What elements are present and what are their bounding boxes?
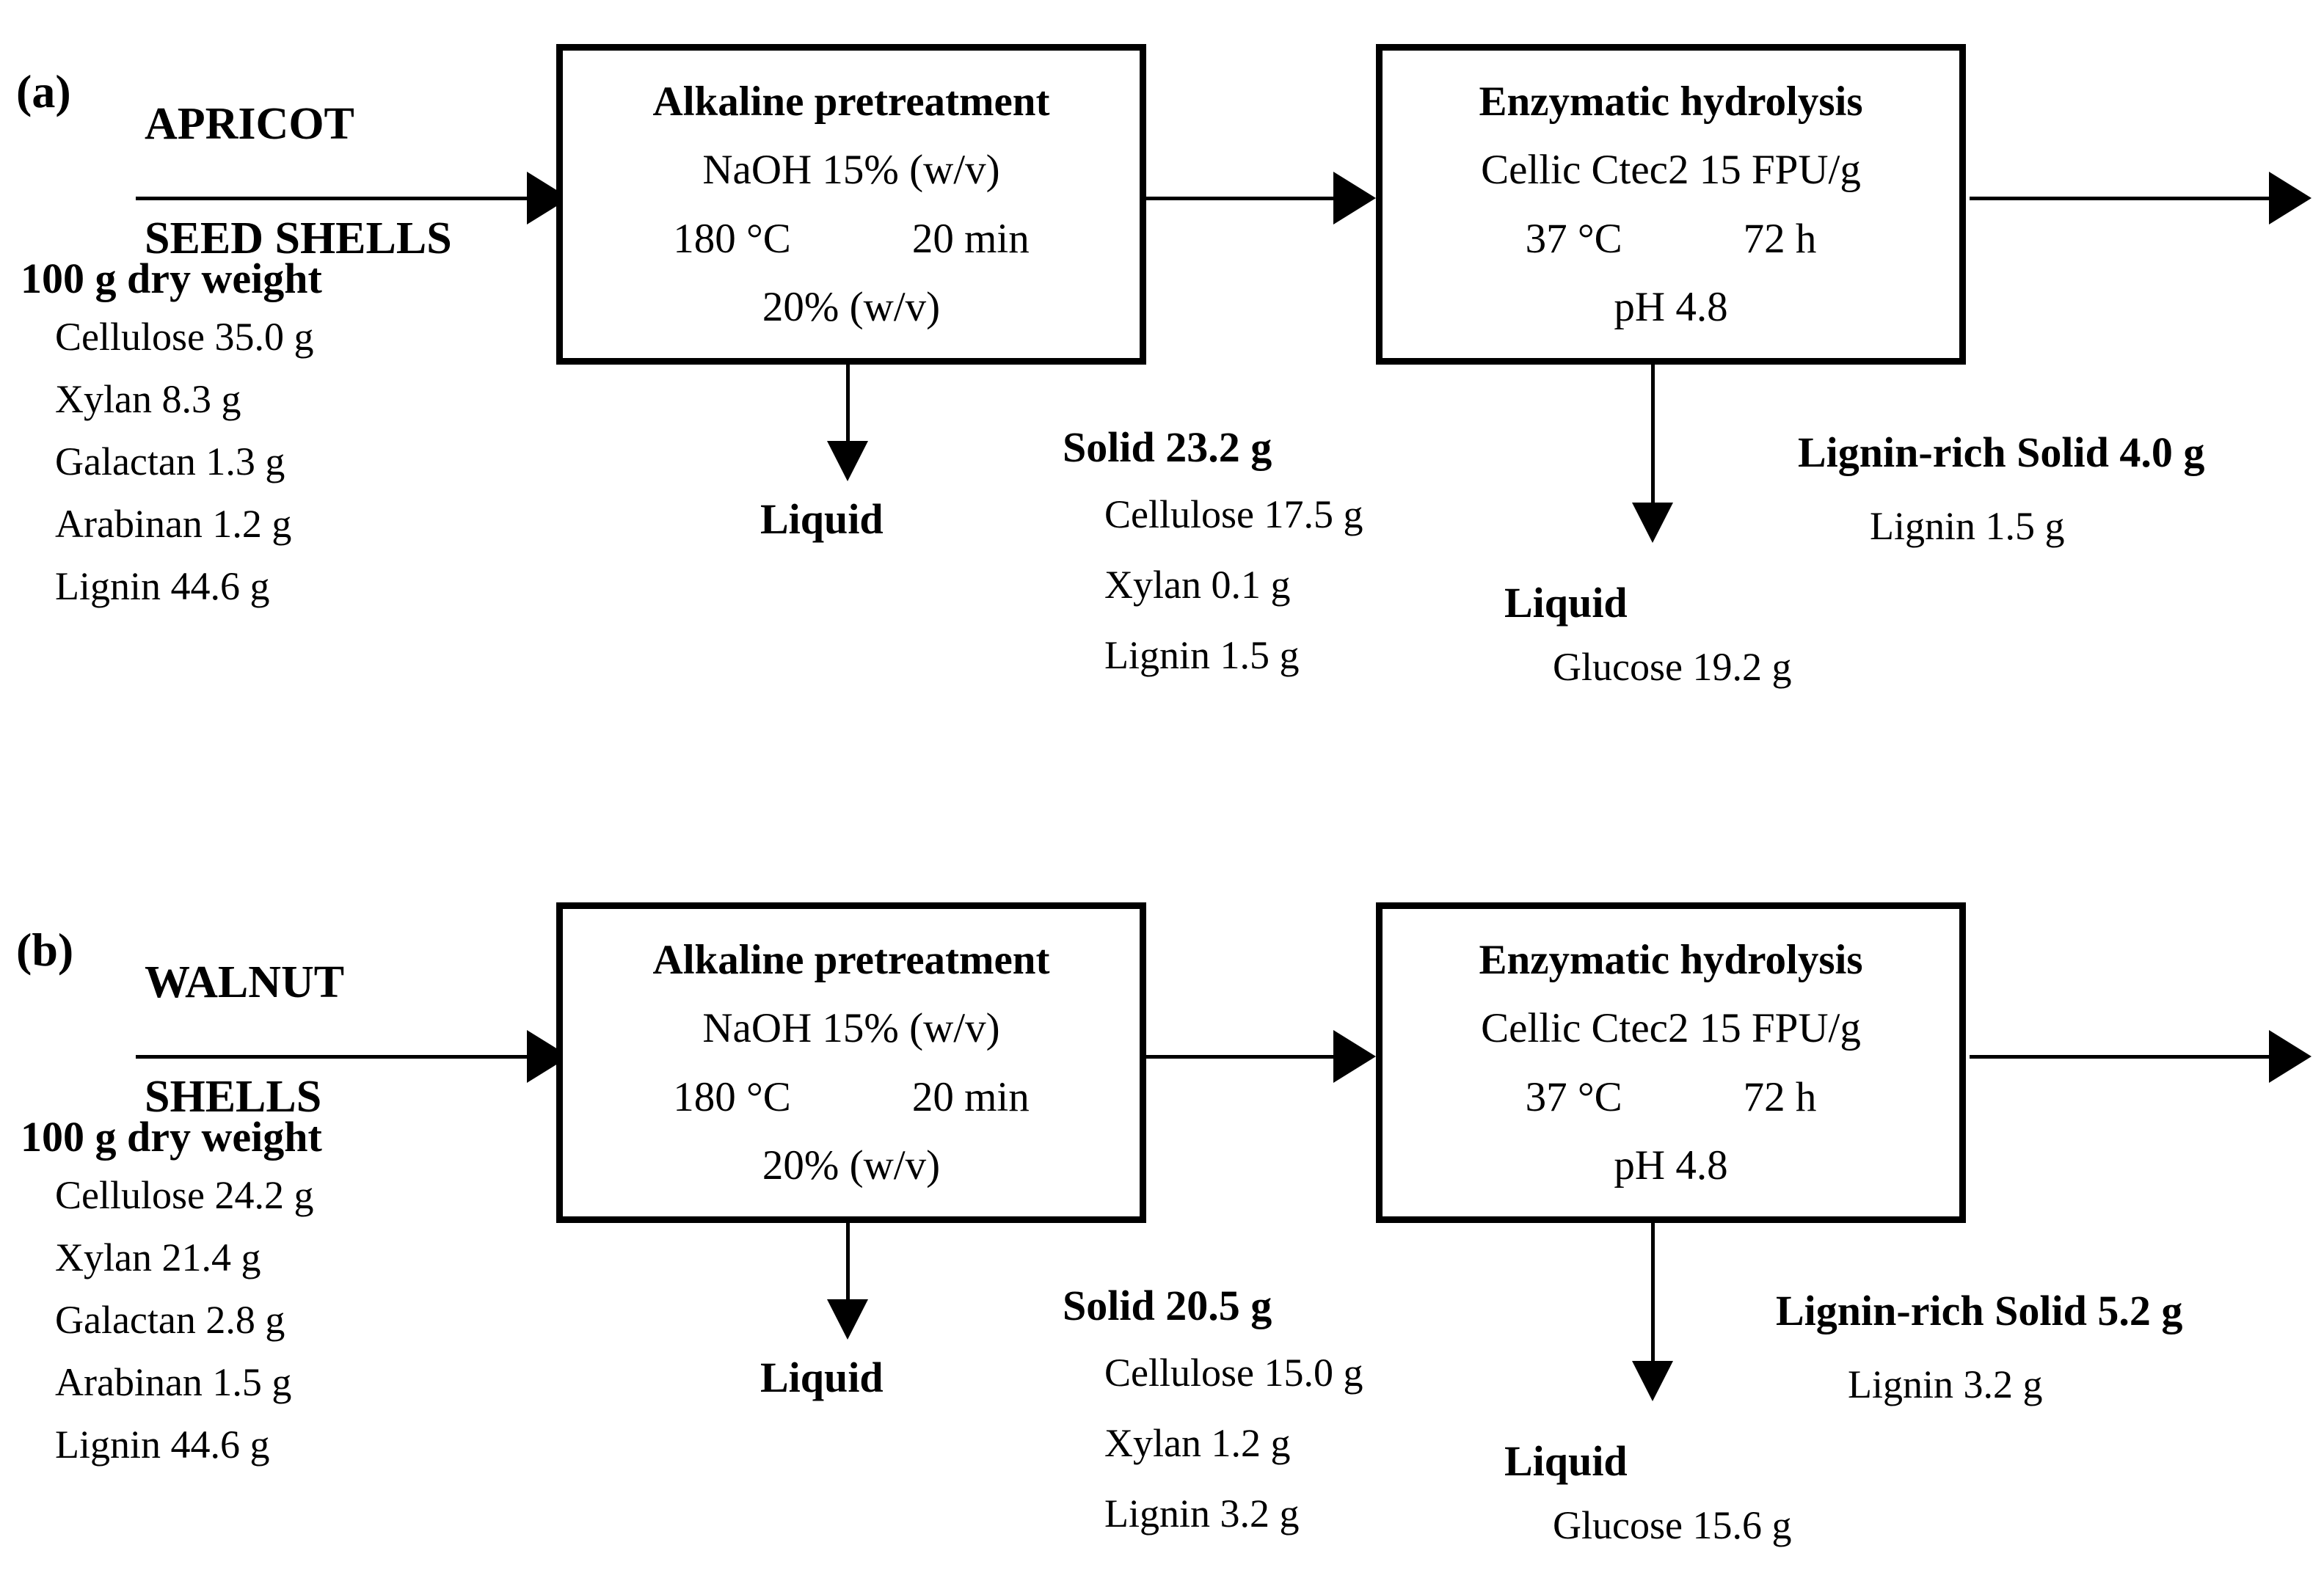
input-title: 100 g dry weight	[21, 255, 322, 302]
pretreatment-liquid-label: Liquid	[760, 1354, 884, 1401]
hydrolysis-liquid-arrow-line	[1651, 365, 1655, 504]
input-title: 100 g dry weight	[21, 1113, 322, 1161]
panel-a: (a) APRICOT SEED SHELLS 100 g dry weight…	[0, 0, 2324, 723]
pretreatment-box-title: Alkaline pretreatment	[652, 936, 1050, 983]
input-item: Xylan 21.4 g	[55, 1235, 261, 1279]
pretreatment-box: Alkaline pretreatment NaOH 15% (w/v) 180…	[556, 44, 1146, 365]
hydrolysis-ph: pH 4.8	[1614, 1142, 1728, 1189]
solid-item: Cellulose 17.5 g	[1104, 492, 1363, 536]
input-item: Arabinan 1.5 g	[55, 1360, 292, 1404]
lignin-solid-title: Lignin-rich Solid 4.0 g	[1798, 428, 2205, 476]
pretreatment-liquid-arrowhead-icon	[827, 1299, 868, 1340]
solid-title: Solid 20.5 g	[1063, 1282, 1272, 1329]
hydrolysis-liquid-arrowhead-icon	[1632, 1361, 1673, 1401]
output-arrowhead-icon	[2269, 1030, 2312, 1083]
input-item: Cellulose 35.0 g	[55, 315, 314, 359]
input-item: Lignin 44.6 g	[55, 1423, 270, 1467]
output-arrow-line	[1970, 1055, 2270, 1059]
pretreatment-temperature: 180 °C	[673, 215, 791, 262]
pretreatment-reagent: NaOH 15% (w/v)	[702, 1005, 1000, 1052]
feedstock-name-line2: SEED SHELLS	[145, 213, 452, 263]
input-arrow-line	[136, 197, 528, 200]
input-arrow-line	[136, 1055, 528, 1059]
solid-item: Lignin 1.5 g	[1104, 633, 1300, 677]
pretreatment-time: 20 min	[911, 1073, 1030, 1120]
input-item: Galactan 1.3 g	[55, 439, 285, 483]
hydrolysis-liquid-label: Liquid	[1504, 1437, 1628, 1485]
input-item: Cellulose 24.2 g	[55, 1173, 314, 1217]
input-item: Xylan 8.3 g	[55, 377, 241, 421]
lignin-solid-item: Lignin 3.2 g	[1848, 1362, 2043, 1406]
solid-item: Xylan 0.1 g	[1104, 563, 1291, 607]
feedstock-name-line1: APRICOT	[145, 99, 354, 149]
pretreatment-liquid-arrow-line	[846, 365, 850, 442]
between-boxes-arrow-line	[1146, 1055, 1336, 1059]
hydrolysis-temperature: 37 °C	[1525, 215, 1622, 262]
pretreatment-box-title: Alkaline pretreatment	[652, 78, 1050, 125]
output-arrowhead-icon	[2269, 172, 2312, 224]
between-boxes-arrowhead-icon	[1333, 172, 1376, 224]
hydrolysis-time: 72 h	[1743, 215, 1817, 262]
solid-item: Cellulose 15.0 g	[1104, 1351, 1363, 1395]
hydrolysis-liquid-label: Liquid	[1504, 579, 1628, 627]
pretreatment-liquid-label: Liquid	[760, 495, 884, 543]
between-boxes-arrow-line	[1146, 197, 1336, 200]
hydrolysis-box-title: Enzymatic hydrolysis	[1479, 78, 1863, 125]
pretreatment-time: 20 min	[911, 215, 1030, 262]
panel-a-label: (a)	[16, 65, 71, 117]
pretreatment-reagent: NaOH 15% (w/v)	[702, 147, 1000, 194]
hydrolysis-liquid-item: Glucose 19.2 g	[1553, 645, 1792, 689]
feedstock-name-line2: SHELLS	[145, 1072, 322, 1122]
output-arrow-line	[1970, 197, 2270, 200]
pretreatment-temperature: 180 °C	[673, 1073, 791, 1120]
hydrolysis-box: Enzymatic hydrolysis Cellic Ctec2 15 FPU…	[1376, 44, 1966, 365]
solid-title: Solid 23.2 g	[1063, 423, 1272, 471]
lignin-solid-item: Lignin 1.5 g	[1870, 504, 2065, 548]
lignin-solid-title: Lignin-rich Solid 5.2 g	[1776, 1287, 2183, 1334]
hydrolysis-enzyme: Cellic Ctec2 15 FPU/g	[1481, 1005, 1861, 1052]
hydrolysis-box: Enzymatic hydrolysis Cellic Ctec2 15 FPU…	[1376, 902, 1966, 1223]
panel-b-label: (b)	[16, 924, 74, 976]
hydrolysis-time: 72 h	[1743, 1073, 1817, 1120]
hydrolysis-ph: pH 4.8	[1614, 284, 1728, 331]
solid-item: Xylan 1.2 g	[1104, 1421, 1291, 1465]
hydrolysis-liquid-arrow-line	[1651, 1223, 1655, 1362]
solid-item: Lignin 3.2 g	[1104, 1491, 1300, 1536]
input-item: Galactan 2.8 g	[55, 1298, 285, 1342]
input-item: Arabinan 1.2 g	[55, 502, 292, 546]
hydrolysis-box-title: Enzymatic hydrolysis	[1479, 936, 1863, 983]
pretreatment-box: Alkaline pretreatment NaOH 15% (w/v) 180…	[556, 902, 1146, 1223]
panel-b: (b) WALNUT SHELLS 100 g dry weight Cellu…	[0, 858, 2324, 1581]
hydrolysis-liquid-item: Glucose 15.6 g	[1553, 1503, 1792, 1547]
pretreatment-loading: 20% (w/v)	[762, 1142, 941, 1189]
feedstock-name-line1: WALNUT	[145, 957, 345, 1007]
hydrolysis-liquid-arrowhead-icon	[1632, 503, 1673, 543]
hydrolysis-enzyme: Cellic Ctec2 15 FPU/g	[1481, 147, 1861, 194]
pretreatment-liquid-arrow-line	[846, 1223, 850, 1301]
input-item: Lignin 44.6 g	[55, 564, 270, 608]
between-boxes-arrowhead-icon	[1333, 1030, 1376, 1083]
hydrolysis-temperature: 37 °C	[1525, 1073, 1622, 1120]
pretreatment-liquid-arrowhead-icon	[827, 441, 868, 481]
pretreatment-loading: 20% (w/v)	[762, 284, 941, 331]
